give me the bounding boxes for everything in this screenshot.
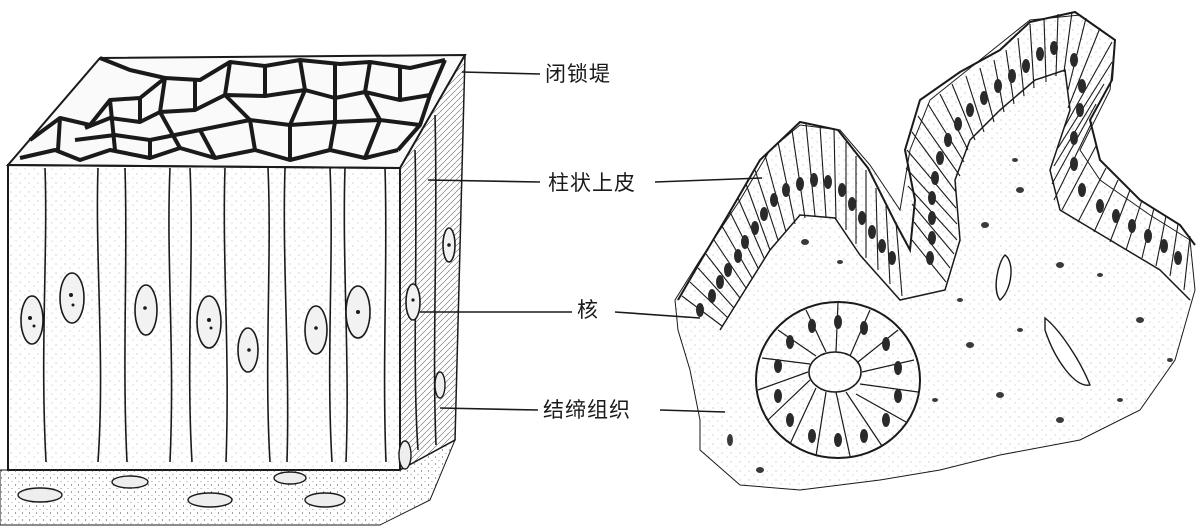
label-tight-junction: 闭锁堤 — [545, 62, 611, 86]
epithelium-block — [0, 55, 465, 525]
leader-tight-junction — [462, 72, 540, 74]
folded-epithelium-section — [675, 12, 1195, 490]
leader-epithelium-right — [655, 178, 762, 182]
stroma-outline — [675, 15, 1195, 490]
label-connective-tissue: 结缔组织 — [543, 398, 631, 422]
label-nucleus: 核 — [577, 298, 599, 322]
label-columnar-epithelium: 柱状上皮 — [548, 171, 636, 195]
